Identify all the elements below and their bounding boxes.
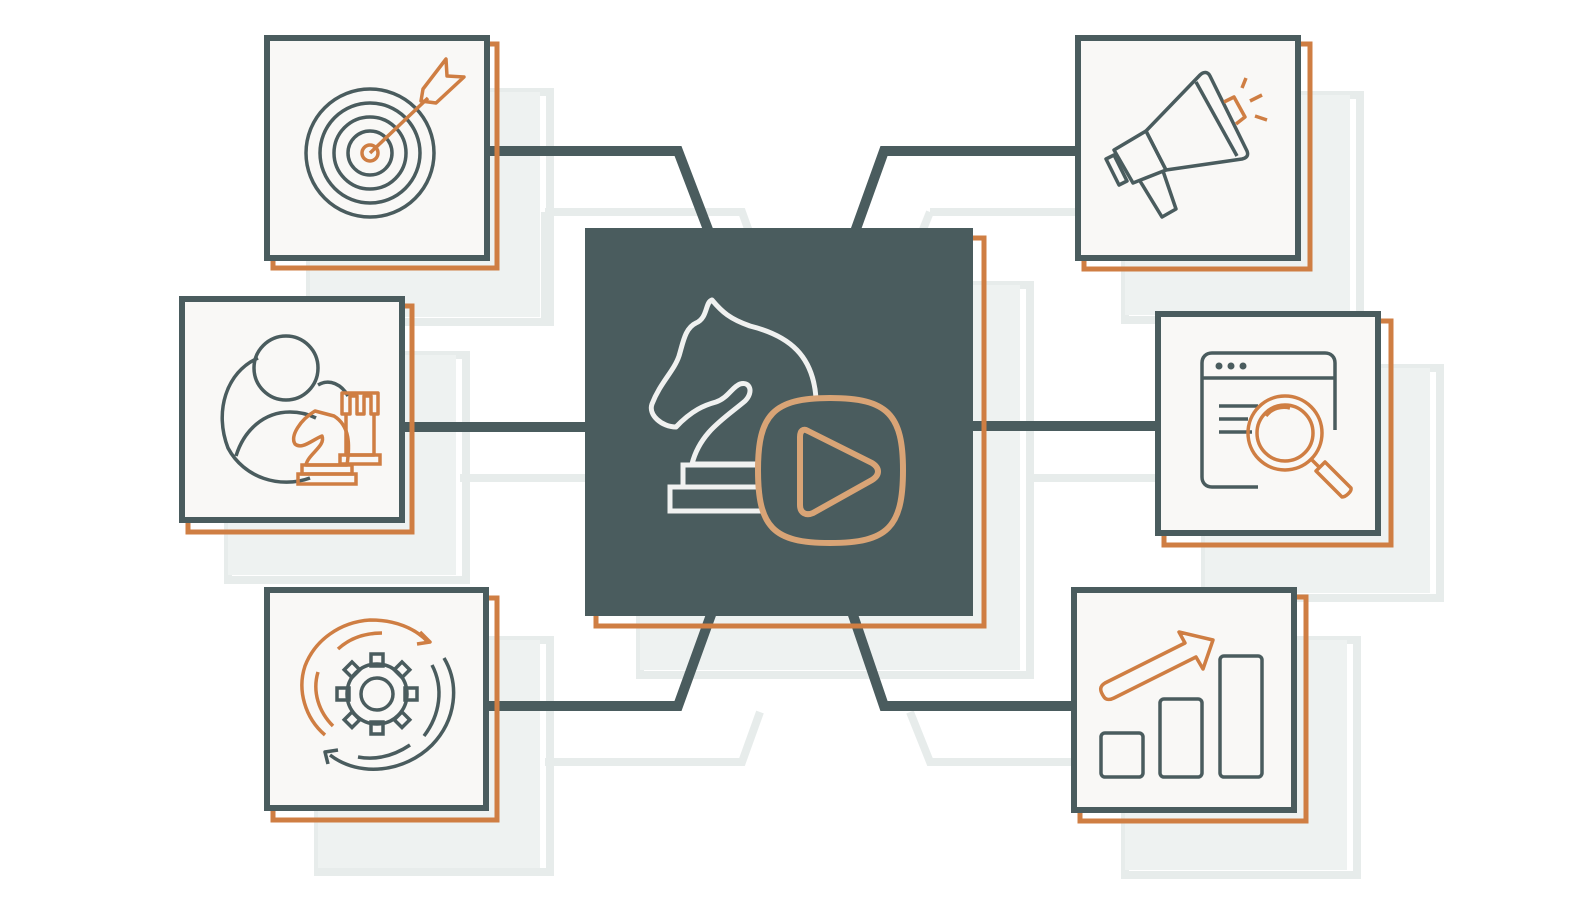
connector-lines [402,146,1158,711]
node-growth [1071,587,1309,824]
connector-target [487,146,717,242]
connector-megaphone [847,146,1078,242]
node-target [264,35,500,271]
browser-search-icon [1200,351,1353,499]
node-browser-box [1155,311,1381,536]
person-chess-strategy-icon [220,334,382,486]
node-browser [1155,311,1394,548]
node-megaphone [1075,35,1313,272]
center-node [585,228,987,629]
node-person-box [179,296,405,523]
connector-gear [487,610,717,711]
target-arrow-icon [304,57,466,219]
megaphone-icon [1104,70,1268,219]
node-person [179,296,415,535]
node-megaphone-box [1075,35,1301,261]
bar-chart-growth-icon [1099,630,1264,779]
chess-knight-play-icon [648,297,907,547]
gear-cycle-icon [300,618,456,771]
connector-growth [847,610,1073,711]
node-gear [264,587,500,823]
